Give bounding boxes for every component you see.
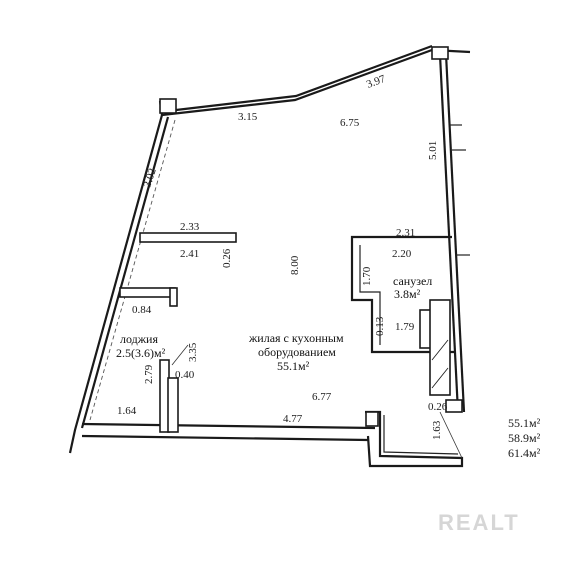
interior-walls: [119, 232, 463, 459]
dim-6-75: 6.75: [340, 117, 360, 129]
area-totals: 55.1м² 58.9м² 61.4м²: [508, 416, 541, 460]
room-labels: санузел 3.8м² лоджия 2.5(3.6)м² жилая с …: [116, 274, 432, 373]
loggia-wall-inner: [167, 377, 179, 433]
dim-6-77: 6.77: [312, 391, 332, 403]
dim-5-01: 5.01: [427, 141, 439, 160]
total-general: 58.9м²: [508, 431, 541, 445]
loggia-name: лоджия: [120, 332, 158, 346]
bathroom-name: санузел: [393, 274, 432, 288]
dim-1-79: 1.79: [395, 321, 415, 333]
total-living: 55.1м²: [508, 416, 541, 430]
corner-column-right: [431, 46, 449, 60]
dim-4-77: 4.77: [283, 413, 303, 425]
living-name-line2: оборудованием: [258, 345, 336, 359]
entrance-door: [365, 411, 379, 427]
dim-3-15: 3.15: [238, 111, 258, 123]
living-area: 55.1м²: [277, 359, 310, 373]
dim-2-31: 2.31: [396, 227, 415, 239]
loggia-area: 2.5(3.6)м²: [116, 346, 166, 360]
dim-0-84: 0.84: [132, 304, 152, 316]
total-with-loggia: 61.4м²: [508, 446, 541, 460]
corner-column: [159, 98, 177, 114]
living-name-line1: жилая с кухонным: [248, 331, 344, 345]
dim-1-70: 1.70: [361, 266, 373, 286]
dim-0-40: 0.40: [175, 369, 195, 381]
bathroom-shaft: [429, 299, 451, 396]
dim-2-33: 2.33: [180, 221, 200, 233]
dim-2-79: 2.79: [143, 364, 155, 384]
dim-2-20: 2.20: [392, 248, 412, 260]
dim-3-97: 3.97: [365, 73, 388, 91]
bathroom-area: 3.8м²: [394, 287, 421, 301]
dim-1-64: 1.64: [117, 405, 137, 417]
dimension-labels: 3.15 3.97 6.75 5.01 3.02 2.33 2.41 0.26 …: [117, 73, 448, 440]
dim-2-41: 2.41: [180, 248, 199, 260]
partition-upper: [139, 232, 237, 243]
corner-column-lower-right: [445, 399, 463, 413]
dim-0-26-lower: 0.26: [428, 401, 448, 413]
dim-1-63: 1.63: [431, 420, 443, 440]
dim-3-02: 3.02: [141, 167, 158, 189]
dim-0-26: 0.26: [221, 248, 233, 268]
dim-3-35: 3.35: [187, 342, 199, 362]
partition-middle-stub: [169, 287, 178, 307]
dim-8-00: 8.00: [289, 255, 301, 275]
partition-middle: [119, 287, 176, 298]
watermark-logo: REALT: [438, 510, 520, 535]
outer-walls: [68, 44, 471, 468]
dim-0-13: 0.13: [374, 316, 386, 336]
